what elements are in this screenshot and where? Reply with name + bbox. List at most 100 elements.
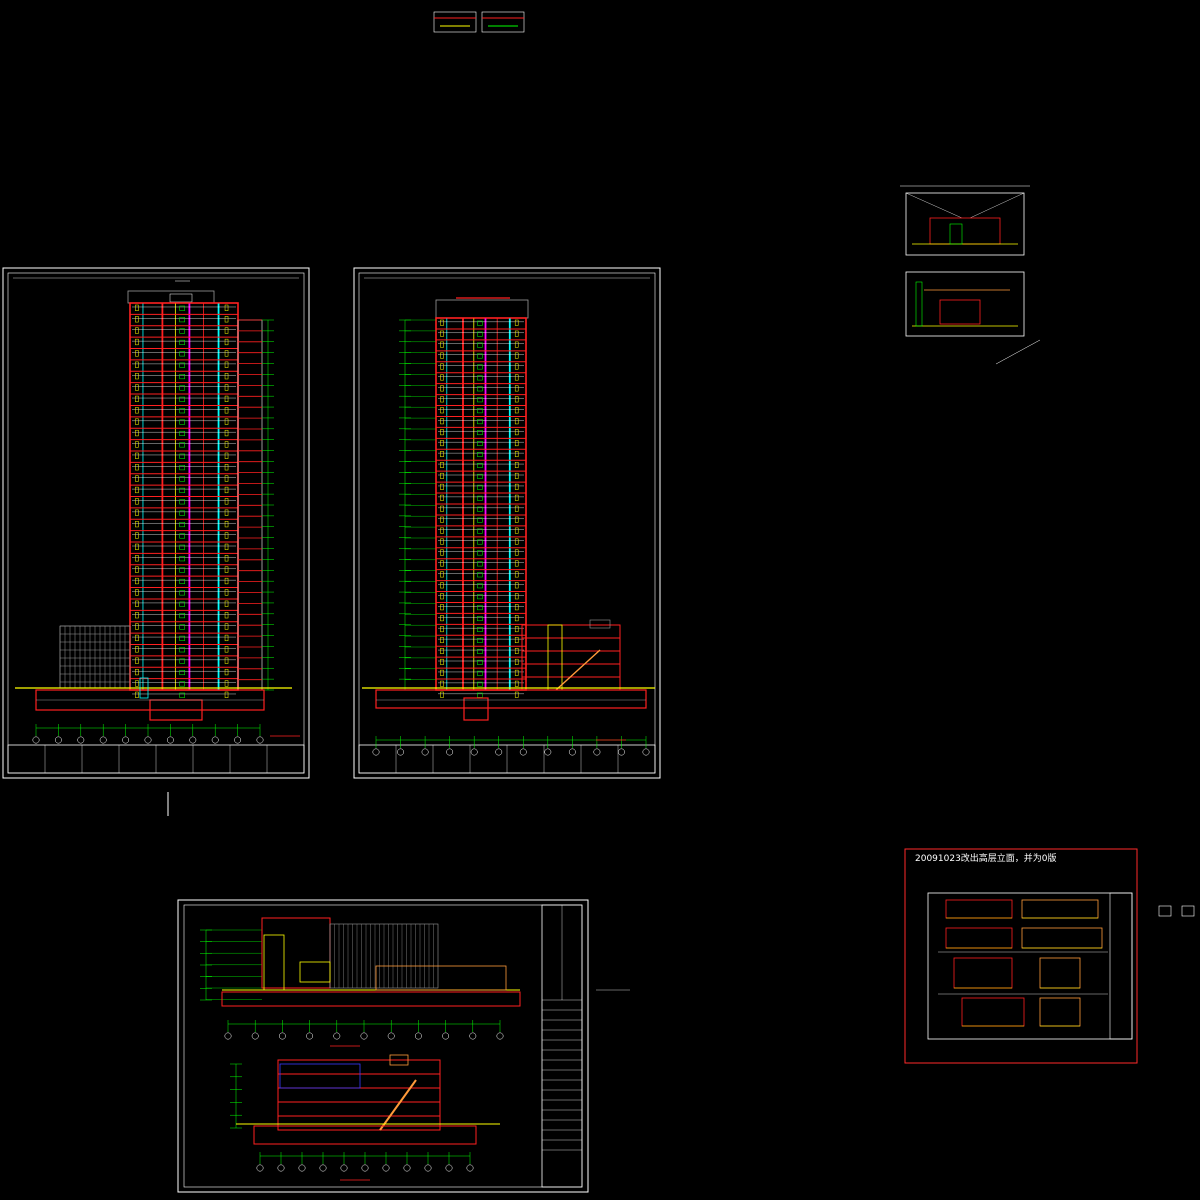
- grid-bubble: [211, 736, 219, 744]
- window-mark: [440, 341, 444, 348]
- grid-bubble: [256, 736, 264, 744]
- stair-mark: [179, 442, 185, 448]
- window-mark: [224, 429, 229, 437]
- window-mark: [514, 472, 519, 479]
- window-mark: [135, 589, 139, 596]
- window-mark: [135, 612, 139, 619]
- window-mark: [135, 509, 139, 516]
- stair-mark: [477, 506, 483, 512]
- thumb-core-1: [949, 223, 963, 245]
- window-mark: [135, 350, 139, 357]
- window-mark: [440, 691, 444, 698]
- window-mark: [135, 327, 139, 334]
- window-mark: [440, 560, 444, 567]
- grid-bubble: [387, 1032, 395, 1040]
- window-mark: [440, 319, 444, 326]
- window-mark: [135, 691, 139, 698]
- grid-bubble: [189, 736, 197, 744]
- grid-bubble: [414, 1032, 422, 1040]
- window-mark: [440, 352, 444, 359]
- podium-section-sheet[interactable]: [177, 899, 630, 1193]
- window-mark: [135, 316, 139, 323]
- grid-bubble: [372, 748, 380, 756]
- grid-bubble: [496, 1032, 504, 1040]
- thumb-frame-1: [905, 192, 1025, 256]
- stair-mark: [477, 670, 483, 676]
- window-mark: [224, 577, 229, 585]
- sheet-outer-border: [353, 267, 661, 779]
- stair-mark: [179, 305, 185, 311]
- window-mark: [440, 516, 444, 523]
- grid-bubble: [77, 736, 85, 744]
- window-mark: [440, 527, 444, 534]
- window-mark: [514, 669, 519, 676]
- window-mark: [440, 330, 444, 337]
- stair-mark: [477, 353, 483, 359]
- stair-mark: [477, 605, 483, 611]
- grid-bubble: [333, 1032, 341, 1040]
- window-mark: [514, 494, 519, 501]
- stair-mark: [477, 452, 483, 457]
- window-mark: [224, 612, 229, 619]
- stair-mark: [477, 528, 483, 534]
- window-mark: [224, 452, 229, 459]
- stair-mark: [477, 331, 483, 337]
- stair-mark: [477, 616, 483, 622]
- stair-mark: [179, 476, 185, 482]
- window-mark: [440, 418, 444, 425]
- window-mark: [135, 498, 139, 505]
- thumb-frame-2: [905, 271, 1025, 337]
- window-mark: [440, 669, 444, 676]
- window-mark: [440, 658, 444, 665]
- stair-mark: [477, 462, 483, 468]
- stair-mark: [477, 386, 483, 392]
- podium-roof-unit: [589, 619, 611, 629]
- window-mark: [514, 571, 519, 578]
- window-mark: [224, 327, 229, 334]
- elevation-collection-sheet[interactable]: [904, 848, 1138, 1064]
- grid-bubble: [642, 748, 650, 756]
- grid-bubble: [382, 1164, 390, 1172]
- window-mark: [514, 593, 519, 600]
- stair-mark: [179, 453, 185, 459]
- podium-retail-level: [375, 965, 507, 991]
- window-mark: [135, 384, 139, 391]
- grid-bubble: [122, 736, 130, 744]
- window-mark: [224, 543, 229, 550]
- thumb-cut-line: [969, 192, 1025, 219]
- stair-mark: [477, 681, 483, 687]
- window-mark: [440, 374, 444, 381]
- stair-mark: [477, 517, 483, 523]
- window-mark: [440, 615, 444, 622]
- window-mark: [224, 668, 229, 676]
- window-mark: [440, 626, 444, 633]
- stair-mark: [179, 635, 185, 641]
- tower-section-sheet-2[interactable]: [353, 267, 661, 779]
- window-mark: [514, 560, 519, 567]
- window-mark: [514, 647, 519, 654]
- window-mark: [224, 486, 229, 494]
- window-mark: [224, 475, 229, 482]
- stair-mark: [179, 351, 185, 357]
- window-mark: [224, 600, 229, 607]
- section-thumbnail-icon[interactable]: [900, 185, 1041, 365]
- stair-mark: [477, 397, 483, 403]
- grid-bubble: [319, 1164, 327, 1172]
- grid-bubble: [224, 1032, 232, 1040]
- window-mark: [135, 577, 139, 585]
- window-mark: [440, 637, 444, 644]
- tower-section-sheet-1[interactable]: [2, 267, 310, 779]
- grid-bubble: [32, 736, 40, 744]
- grid-bubble: [306, 1032, 314, 1040]
- window-mark: [224, 373, 229, 380]
- window-mark: [514, 691, 519, 698]
- stair-mark: [477, 419, 483, 425]
- podium-room: [299, 961, 331, 983]
- window-mark: [135, 418, 139, 425]
- window-mark: [135, 452, 139, 459]
- window-mark: [440, 604, 444, 611]
- window-mark: [514, 461, 519, 468]
- stair-mark: [179, 544, 185, 550]
- stair-mark: [477, 561, 483, 567]
